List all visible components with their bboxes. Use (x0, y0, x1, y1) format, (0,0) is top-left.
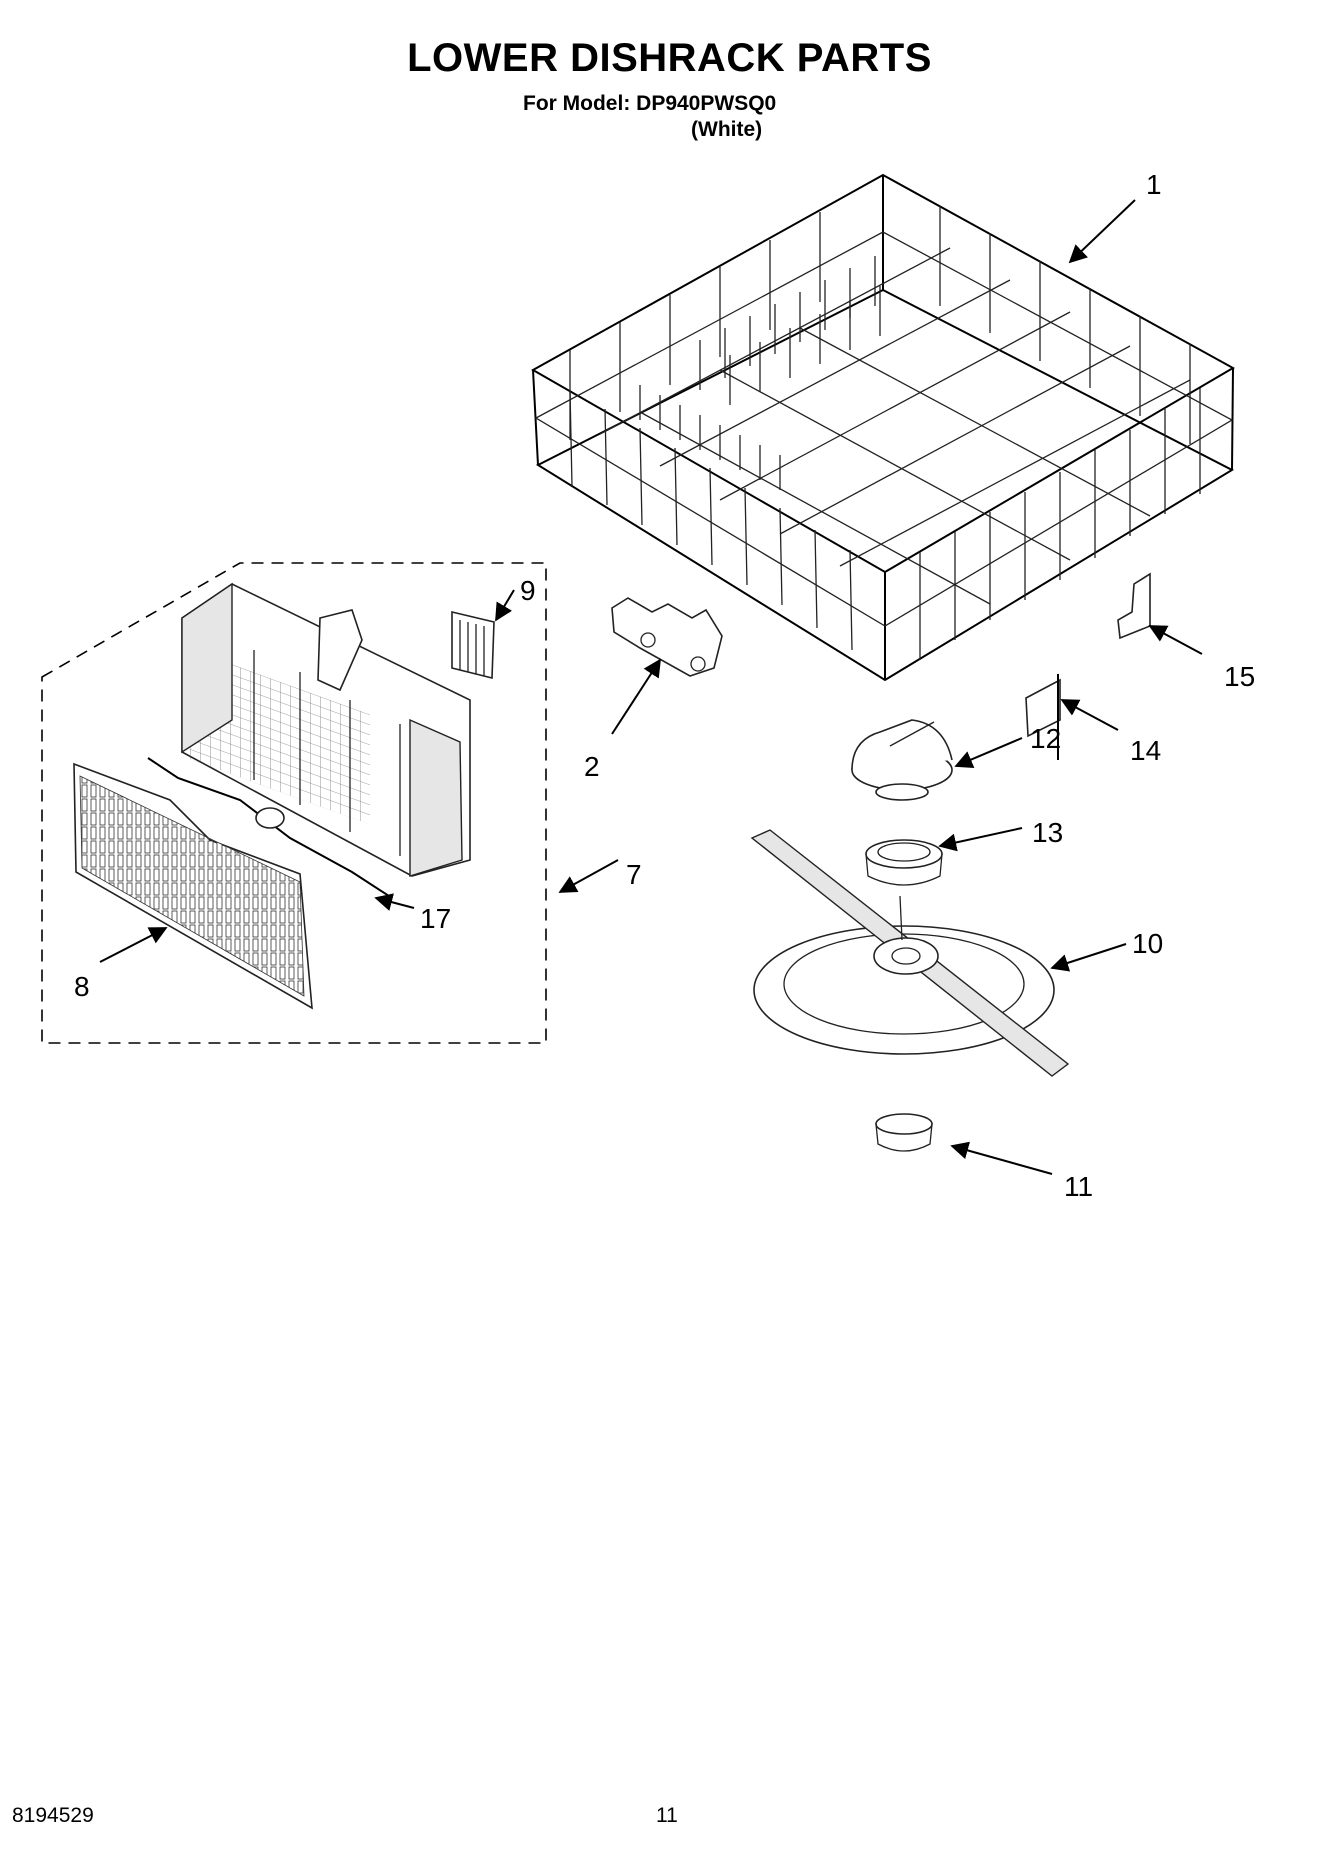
page-title: LOWER DISHRACK PARTS (407, 36, 932, 80)
callout-1: 1 (1146, 169, 1162, 200)
bracket-part-15 (1117, 572, 1151, 640)
callout-12: 12 (1030, 723, 1061, 754)
color-line: (White) (691, 118, 763, 141)
bracket-part-14 (1025, 674, 1061, 760)
callout-10: 10 (1132, 928, 1163, 959)
sleeve-part-11 (875, 1113, 933, 1152)
rod-part-17 (147, 757, 393, 899)
cover-part-8 (73, 762, 313, 1010)
clip-part-2 (611, 597, 723, 677)
leader-lines (99, 199, 1203, 1175)
callout-numbers: 1 2 7 8 9 10 11 12 13 14 15 17 (74, 169, 1255, 1202)
silverware-basket (181, 582, 471, 877)
callout-7: 7 (626, 859, 642, 890)
page-number: 11 (656, 1804, 678, 1827)
spray-arm-part-10 (750, 829, 1070, 1077)
callout-17: 17 (420, 903, 451, 934)
callout-2: 2 (584, 751, 600, 782)
model-line: For Model: DP940PWSQ0 (523, 92, 777, 115)
document-number: 8194529 (12, 1804, 94, 1827)
callout-14: 14 (1130, 735, 1161, 766)
callout-11: 11 (1064, 1171, 1093, 1202)
callout-9: 9 (520, 575, 536, 606)
dishrack-part-1 (530, 173, 1236, 682)
callout-15: 15 (1224, 661, 1255, 692)
cap-part-12 (851, 719, 953, 801)
grate-part-9 (451, 610, 495, 680)
callout-13: 13 (1032, 817, 1063, 848)
assembly-7-outline (41, 562, 547, 1044)
ring-part-13 (865, 839, 943, 886)
callout-8: 8 (74, 971, 90, 1002)
